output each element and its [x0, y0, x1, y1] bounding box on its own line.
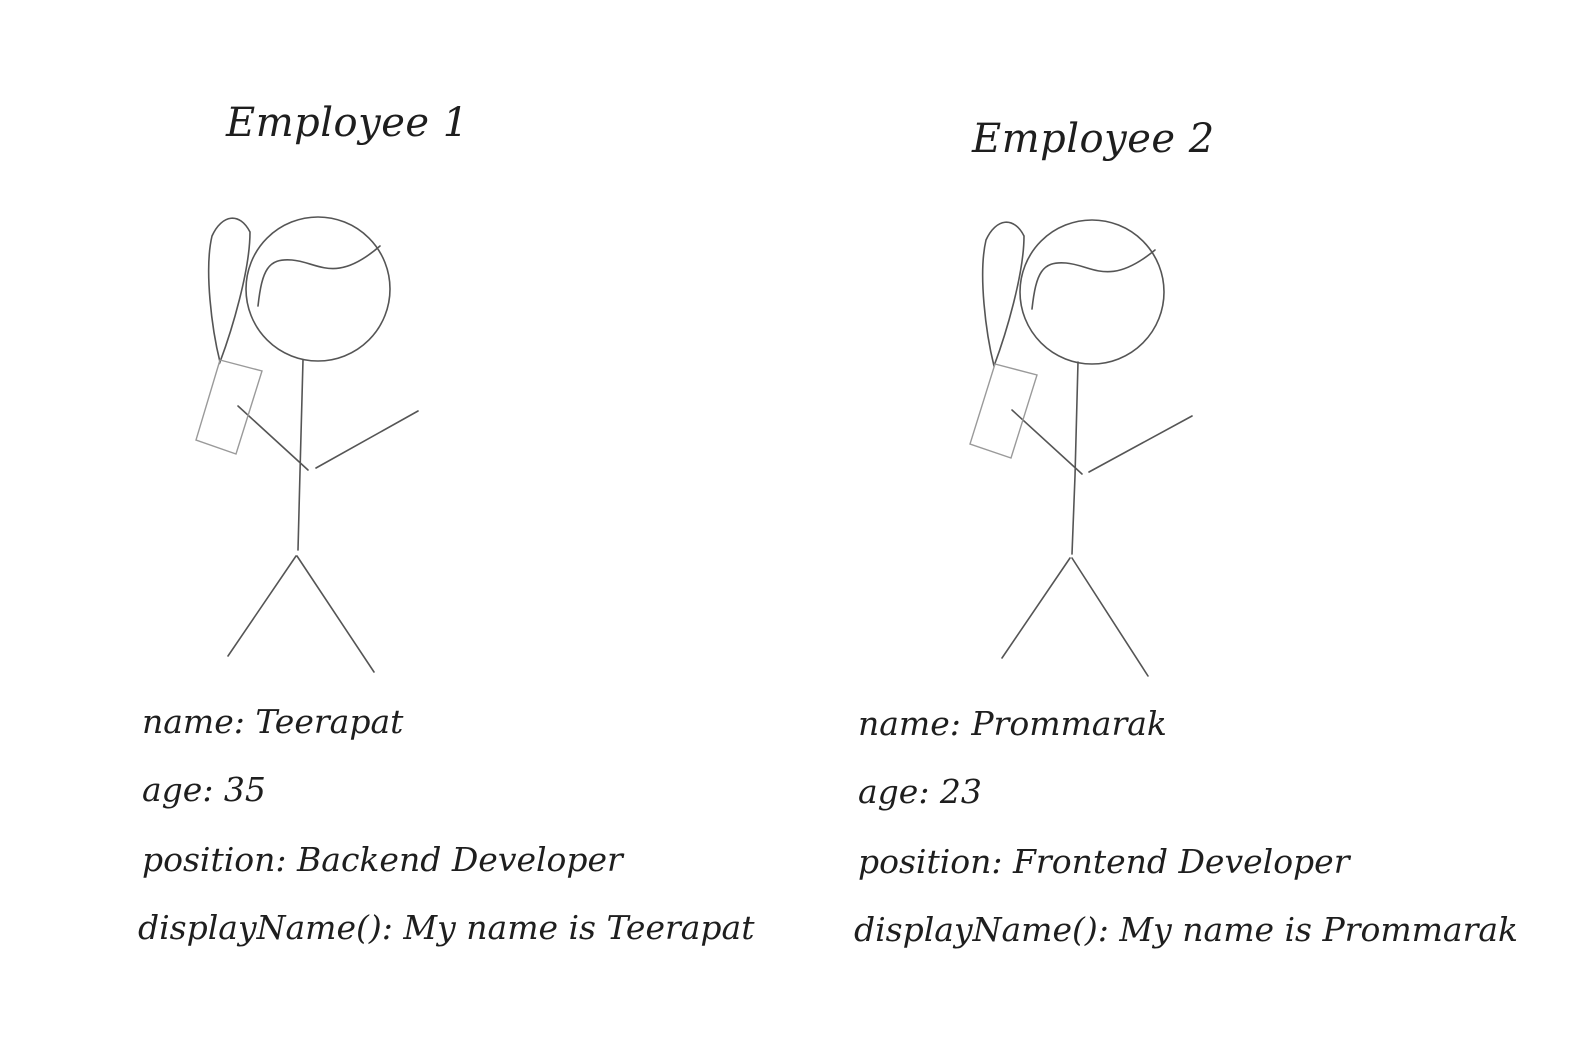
head — [245, 216, 391, 362]
phone-icon — [969, 363, 1038, 459]
ponytail — [207, 217, 251, 365]
stick-figure-icon — [981, 219, 1193, 677]
employee-2-title: Employee 2 — [972, 116, 1215, 162]
employee-1-method: displayName(): My name is Teerapat — [138, 908, 755, 947]
hair — [257, 245, 381, 307]
head — [1019, 219, 1165, 365]
right-arm — [315, 410, 419, 469]
right-leg — [296, 555, 375, 673]
right-leg — [1071, 557, 1149, 677]
left-arm — [237, 405, 309, 471]
ponytail — [981, 221, 1025, 369]
employee-2-position: position: Frontend Developer — [858, 842, 1350, 881]
employee-1-position: position: Backend Developer — [142, 840, 623, 879]
employee-2-method: displayName(): My name is Prommarak — [854, 910, 1519, 949]
left-leg — [227, 555, 297, 657]
employee-2-name: name: Prommarak — [858, 704, 1167, 743]
stick-figure-icon — [207, 216, 419, 673]
employee-2-age: age: 23 — [858, 772, 982, 811]
right-arm — [1088, 415, 1193, 473]
employee-1-title: Employee 1 — [226, 100, 469, 146]
phone-icon — [195, 359, 263, 455]
left-arm — [1011, 409, 1083, 475]
torso — [1071, 361, 1079, 555]
torso — [297, 359, 304, 551]
hair — [1031, 249, 1156, 310]
employee-1-name: name: Teerapat — [142, 702, 404, 741]
left-leg — [1001, 557, 1071, 659]
employee-1-age: age: 35 — [142, 770, 266, 809]
